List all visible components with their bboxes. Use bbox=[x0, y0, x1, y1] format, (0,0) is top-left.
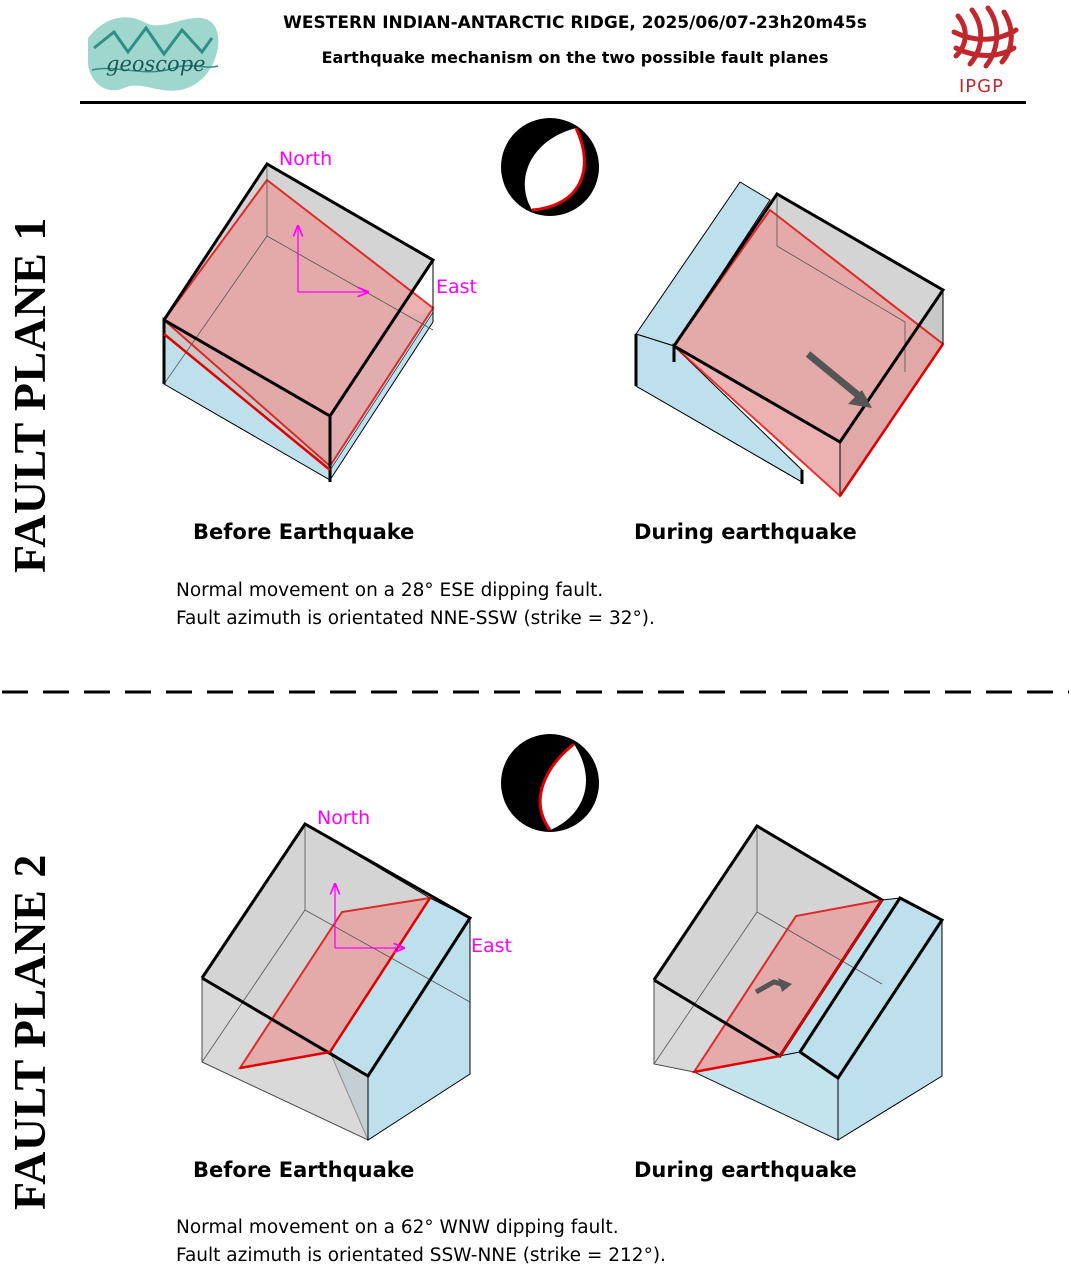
ipgp-logo-text: IPGP bbox=[959, 76, 1004, 97]
fp2-description-line2: Fault azimuth is orientated SSW-NNE (str… bbox=[176, 1245, 666, 1266]
ipgp-logo-icon bbox=[951, 5, 1019, 69]
fp1-east-label: East bbox=[436, 276, 477, 298]
fp1-during-caption: During earthquake bbox=[634, 520, 857, 544]
fp2-beachball bbox=[501, 734, 599, 832]
ipgp-logo: IPGP bbox=[944, 2, 1024, 98]
geoscope-logo: geoscope bbox=[84, 8, 224, 96]
fp2-during-caption: During earthquake bbox=[634, 1158, 857, 1182]
fp2-side-label: FAULT PLANE 2 bbox=[4, 854, 55, 1210]
fp1-side-label: FAULT PLANE 1 bbox=[4, 217, 55, 573]
fp2-north-label: North bbox=[317, 807, 371, 829]
fp1-north-label: North bbox=[279, 148, 333, 170]
fp1-beachball bbox=[501, 118, 599, 216]
fp1-during-block bbox=[634, 181, 946, 498]
fp1-before-outline bbox=[162, 161, 436, 419]
fp2-description-line1: Normal movement on a 62° WNW dipping fau… bbox=[176, 1217, 619, 1238]
fp1-before-block bbox=[162, 161, 436, 482]
fp2-before-caption: Before Earthquake bbox=[193, 1158, 415, 1182]
fp2-before-block bbox=[200, 822, 473, 1141]
fp2-during-block bbox=[652, 823, 945, 1141]
fp1-description-line2: Fault azimuth is orientated NNE-SSW (str… bbox=[176, 608, 655, 629]
fp1-slip-arrow bbox=[805, 351, 867, 403]
fp2-east-label: East bbox=[471, 935, 512, 957]
fp1-before-caption: Before Earthquake bbox=[193, 520, 415, 544]
header-rule bbox=[80, 101, 1026, 104]
page-subtitle: Earthquake mechanism on the two possible… bbox=[321, 48, 829, 67]
page-title: WESTERN INDIAN-ANTARCTIC RIDGE, 2025/06/… bbox=[283, 13, 867, 33]
geoscope-logo-text: geoscope bbox=[106, 52, 206, 76]
geoscope-logo-icon bbox=[88, 17, 219, 91]
fp1-during-outline bbox=[672, 192, 946, 444]
fp1-description-line1: Normal movement on a 28° ESE dipping fau… bbox=[176, 580, 604, 601]
